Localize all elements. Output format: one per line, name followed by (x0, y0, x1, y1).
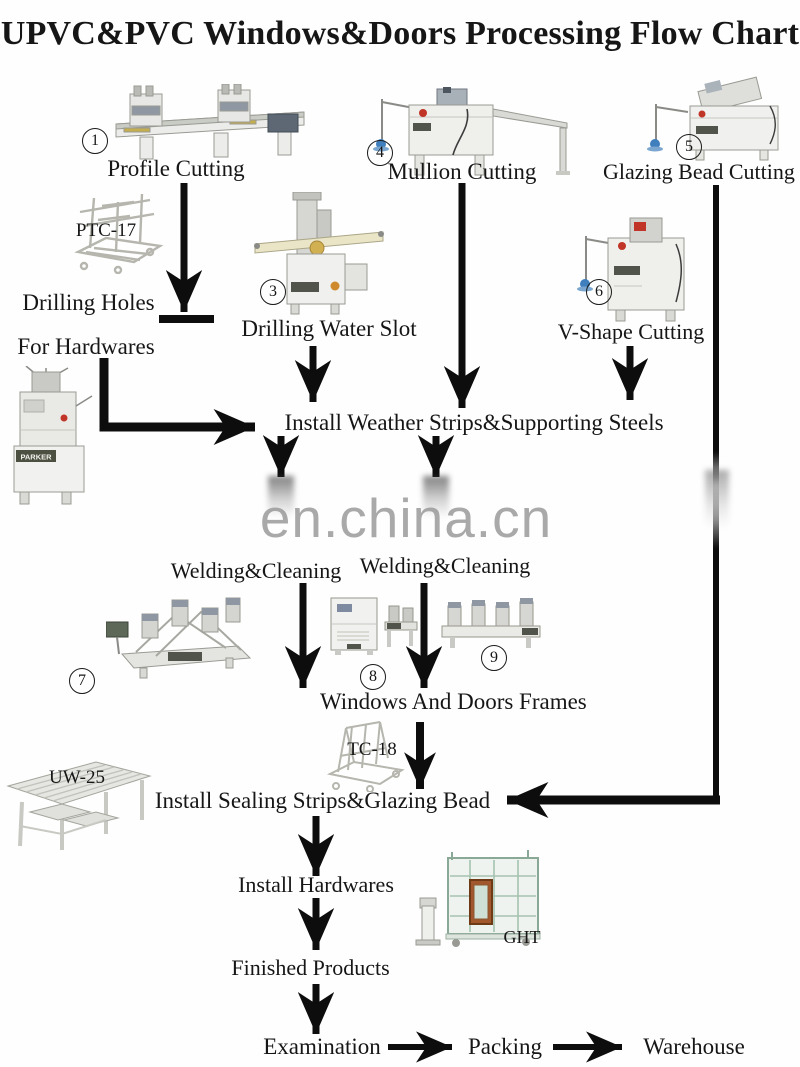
label-uw25: UW-25 (49, 767, 105, 788)
step-number-3: 3 (260, 279, 286, 305)
step-number-7: 7 (69, 668, 95, 694)
ptc17-storage-rack-image (74, 193, 164, 274)
label-packing: Packing (467, 1034, 543, 1059)
label-ght: GHT (503, 927, 541, 947)
label-windows-doors-frames: Windows And Doors Frames (320, 689, 587, 714)
machine-brand-label: PARKER (20, 453, 52, 462)
label-tc18: TC-18 (347, 739, 397, 760)
uw25-table-image (6, 761, 152, 850)
watermark-text: en.china.cn (259, 487, 553, 549)
watermark-smudge-right-arrow (423, 476, 449, 518)
label-install-hardwares: Install Hardwares (238, 872, 394, 897)
tc18-rack-image (326, 721, 405, 792)
welder-cleaner-machines-image (330, 597, 418, 655)
ght-glass-rack-image (415, 850, 541, 947)
label-drilling-holes: Drilling Holes (22, 290, 155, 315)
profile-cutting-machine-image (115, 84, 305, 160)
label-glazing-bead-cutting: Glazing Bead Cutting (603, 159, 795, 184)
v-shape-cutting-machine-image (577, 217, 685, 322)
step-number-1: 1 (82, 128, 108, 154)
mullion-cutting-machine-image (373, 87, 570, 176)
label-drilling-water-slot: Drilling Water Slot (241, 316, 417, 341)
step-number-5: 5 (676, 134, 702, 160)
step-number-6: 6 (586, 279, 612, 305)
arrow-hardwares-to-install-weather (99, 358, 255, 445)
label-for-hardwares: For Hardwares (17, 334, 155, 359)
label-warehouse: Warehouse (643, 1034, 745, 1059)
label-welding-cleaning-right: Welding&Cleaning (359, 553, 531, 578)
watermark-blur-right-line (702, 452, 732, 548)
step-number-8: 8 (360, 664, 386, 690)
label-profile-cutting: Profile Cutting (107, 156, 245, 181)
label-ptc17: PTC-17 (75, 220, 137, 241)
glazing-bead-cutting-machine-image (647, 76, 779, 161)
label-v-shape-cutting: V-Shape Cutting (557, 319, 705, 344)
watermark-blur-right-drop (705, 470, 729, 528)
step-number-9: 9 (481, 645, 507, 671)
label-mullion-cutting: Mullion Cutting (387, 159, 537, 184)
label-examination: Examination (263, 1034, 381, 1059)
label-finished-products: Finished Products (231, 955, 390, 980)
page-title: UPVC&PVC Windows&Doors Processing Flow C… (0, 15, 800, 52)
hardware-drilling-machine-image: PARKER (13, 366, 93, 505)
label-install-sealing: Install Sealing Strips&Glazing Bead (154, 788, 491, 813)
label-welding-cleaning-left: Welding&Cleaning (170, 558, 342, 583)
corner-welding-machine-image (106, 597, 252, 679)
drilling-water-slot-machine-image (254, 192, 384, 315)
multi-head-welder-image (441, 598, 541, 648)
label-install-weather-strips: Install Weather Strips&Supporting Steels (284, 410, 664, 435)
step-number-4: 4 (367, 140, 393, 166)
watermark-smudge-left-arrow (268, 476, 294, 518)
